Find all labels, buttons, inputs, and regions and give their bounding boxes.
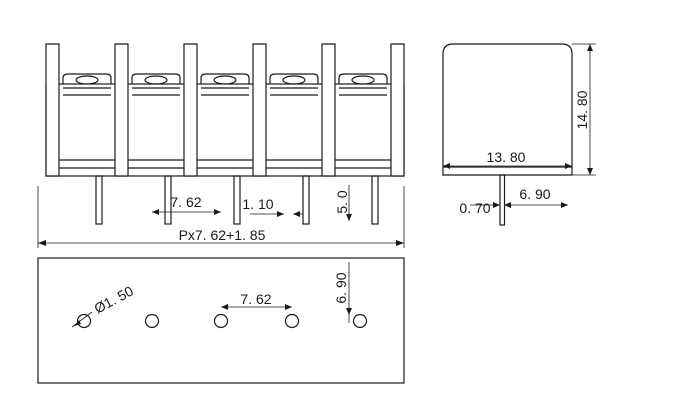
barrier-4 [252,43,267,177]
screw-head-4 [269,73,319,84]
screw-head-2 [131,73,181,84]
front-view [45,43,405,225]
dim-pin-length: 5. 0 [334,190,350,214]
side-pin [499,174,506,226]
pin-4 [302,175,310,225]
bottom-dimensions: Ø1. 50 7. 62 6. 90 [71,262,352,328]
terminal-body [45,83,405,177]
pin-2 [164,175,172,225]
screw-slot-1 [75,75,99,85]
dim-pin-thickness: 0. 70 [459,200,490,216]
dim-height: 14. 80 [574,90,590,129]
dim-pin-row-offset: 6. 90 [333,272,349,303]
dim-depth: 13. 80 [487,149,526,165]
pin-1 [95,175,103,225]
dim-hole-diameter: Ø1. 50 [91,283,136,317]
dim-pitch-bottom: 7. 62 [240,291,271,307]
hole-3 [213,313,229,329]
side-dimensions: 14. 80 13. 80 0. 70 6. 90 [443,43,596,216]
side-view [442,43,573,226]
pin-5 [371,175,379,225]
hole-4 [284,313,300,329]
bottom-view [37,257,405,384]
screw-slot-3 [213,75,237,85]
screw-slot-2 [144,75,168,85]
screw-head-3 [200,73,250,84]
screw-head-5 [338,73,388,84]
barrier-1 [45,43,60,177]
barrier-6 [390,43,405,177]
screw-head-1 [62,73,112,84]
hole-5 [352,313,368,329]
hole-1 [76,313,92,329]
pcb-outline [37,257,405,384]
hole-2 [144,313,160,329]
dim-pin-width: 1. 10 [242,196,273,212]
barrier-3 [183,43,198,177]
dim-pin-offset-side: 6. 90 [519,186,550,202]
side-body [442,43,573,176]
screw-slot-4 [282,75,306,85]
front-dimensions: Px7. 62+1. 85 7. 62 1. 10 5. 0 [37,185,405,248]
barrier-2 [114,43,129,177]
pin-3 [233,175,241,225]
screw-slot-5 [351,75,375,85]
dim-pitch-front: 7. 62 [170,194,201,210]
dim-total-length: Px7. 62+1. 85 [179,227,266,243]
barrier-5 [321,43,336,177]
